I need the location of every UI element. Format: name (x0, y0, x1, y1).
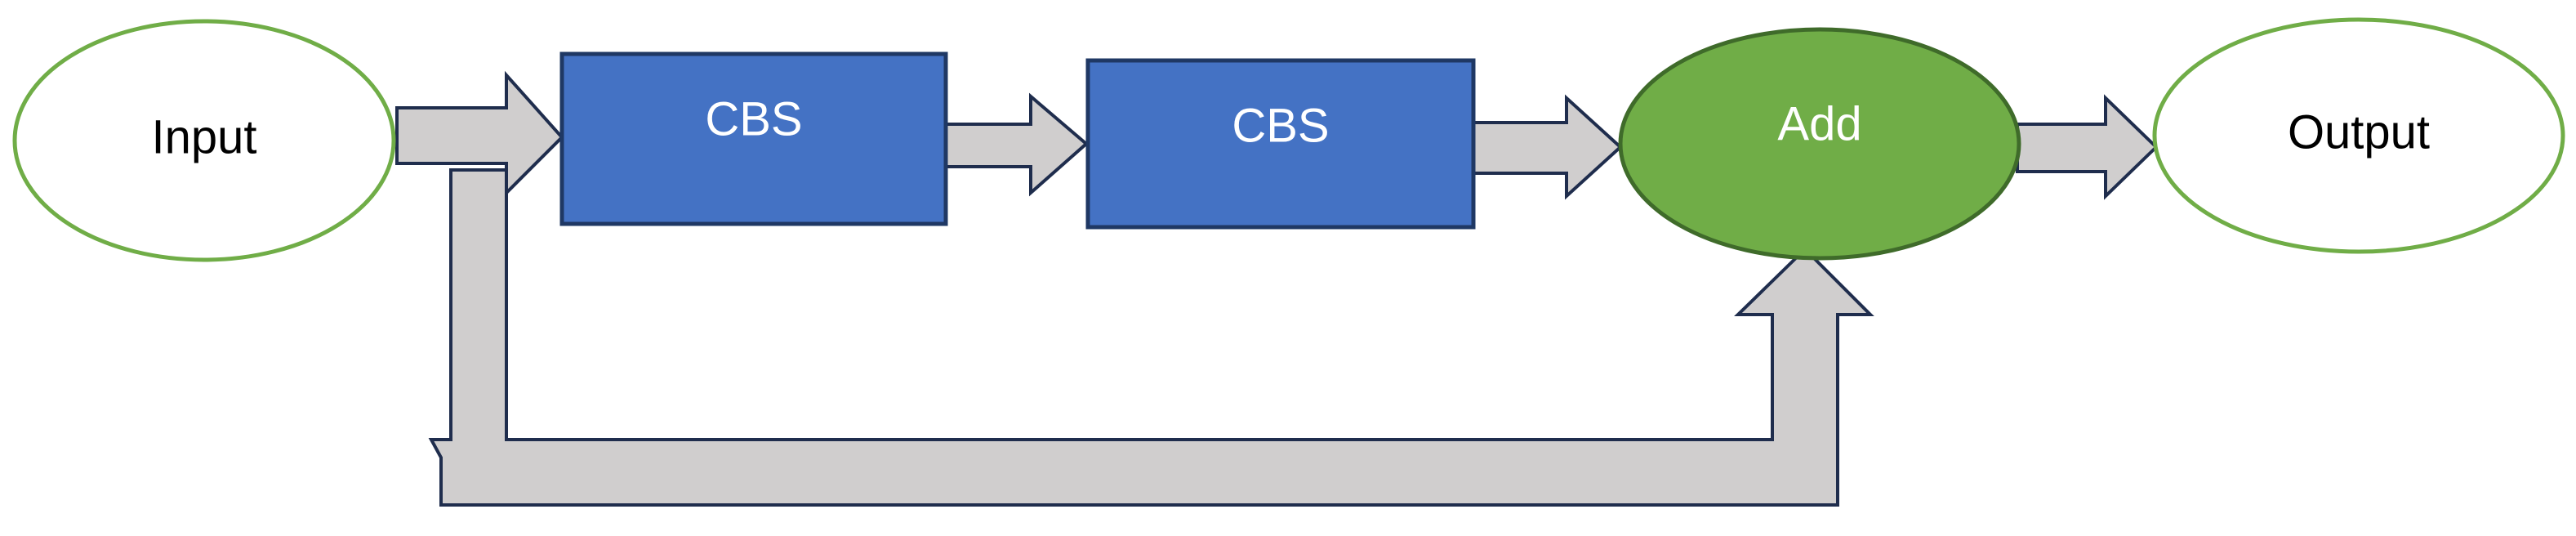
arrow-cbs1-to-cbs2 (944, 92, 1090, 197)
cbs-1-label: CBS (705, 92, 802, 145)
cbs-node-2: CBS (1085, 58, 1476, 230)
input-label: Input (152, 110, 257, 163)
add-node: Add (1618, 27, 2021, 261)
output-label: Output (2288, 105, 2430, 159)
cbs-2-label: CBS (1232, 99, 1329, 152)
cbs-node-1: CBS (559, 51, 948, 226)
skip-connection-arrow (428, 168, 1874, 507)
add-label: Add (1777, 97, 1861, 150)
output-node: Output (2152, 17, 2565, 254)
arrow-cbs2-to-add (1472, 94, 1623, 200)
arrow-input-to-cbs1 (395, 70, 564, 197)
arrow-add-to-output (2016, 94, 2159, 200)
input-node: Input (12, 19, 396, 262)
